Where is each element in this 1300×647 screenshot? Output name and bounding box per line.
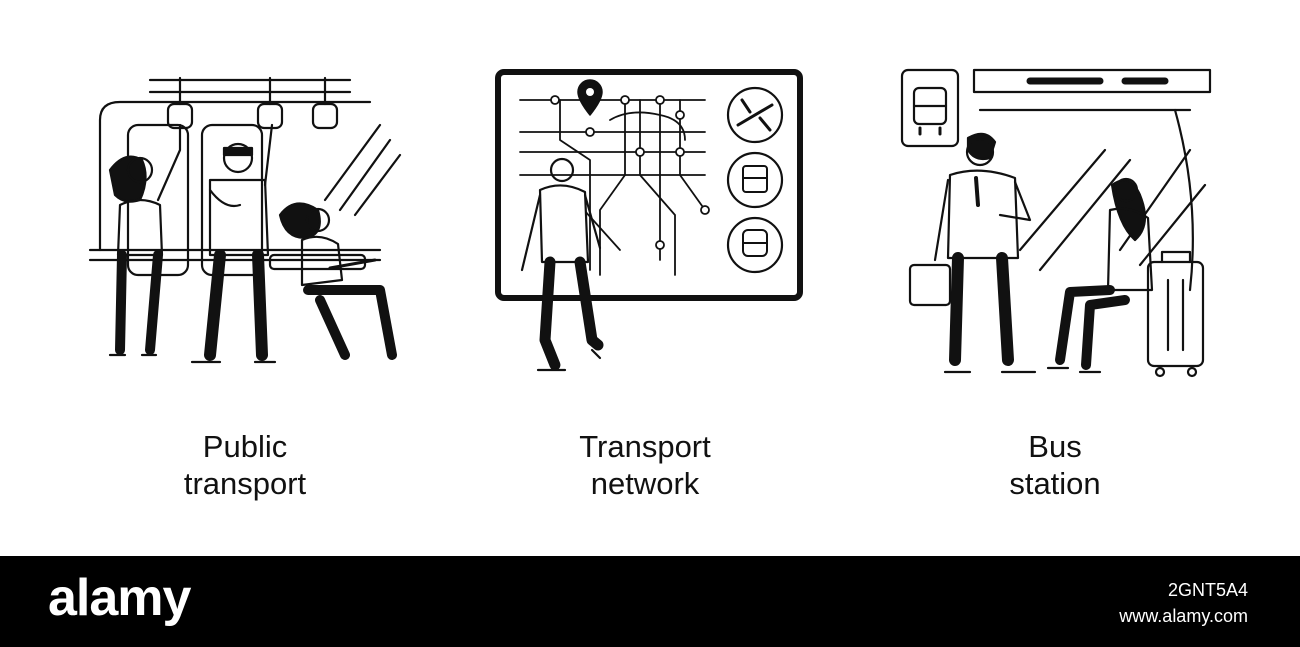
airplane-icon: [736, 98, 774, 132]
caption-public-transport: Public transport: [80, 428, 410, 502]
caption-line-1: Bus: [1028, 429, 1082, 464]
public-transport-illustration: [88, 76, 402, 364]
bus-station-illustration: [900, 68, 1212, 378]
site-url: www.alamy.com: [1119, 606, 1248, 626]
alamy-logo: alamy: [48, 569, 191, 627]
bus-stop-sign-icon: [912, 86, 948, 136]
caption-line-2: network: [590, 466, 700, 501]
transport-network-illustration: [495, 69, 803, 372]
panel-bus-station: Bus station: [890, 0, 1220, 556]
panel-public-transport: Public transport: [80, 0, 410, 556]
caption-line-1: Transport: [579, 429, 711, 464]
bus-icon: [742, 165, 768, 193]
caption-bus-station: Bus station: [890, 428, 1220, 502]
watermark-footer: alamy 2GNT5A4 www.alamy.com: [0, 556, 1300, 647]
image-id: 2GNT5A4: [1167, 580, 1248, 600]
caption-line-1: Public: [202, 429, 288, 464]
caption-line-2: station: [1009, 466, 1101, 501]
panel-transport-network: Transport network: [480, 0, 810, 556]
caption-line-2: transport: [183, 466, 307, 501]
caption-transport-network: Transport network: [480, 428, 810, 502]
location-pin-icon: [577, 79, 603, 116]
train-icon: [742, 229, 768, 257]
